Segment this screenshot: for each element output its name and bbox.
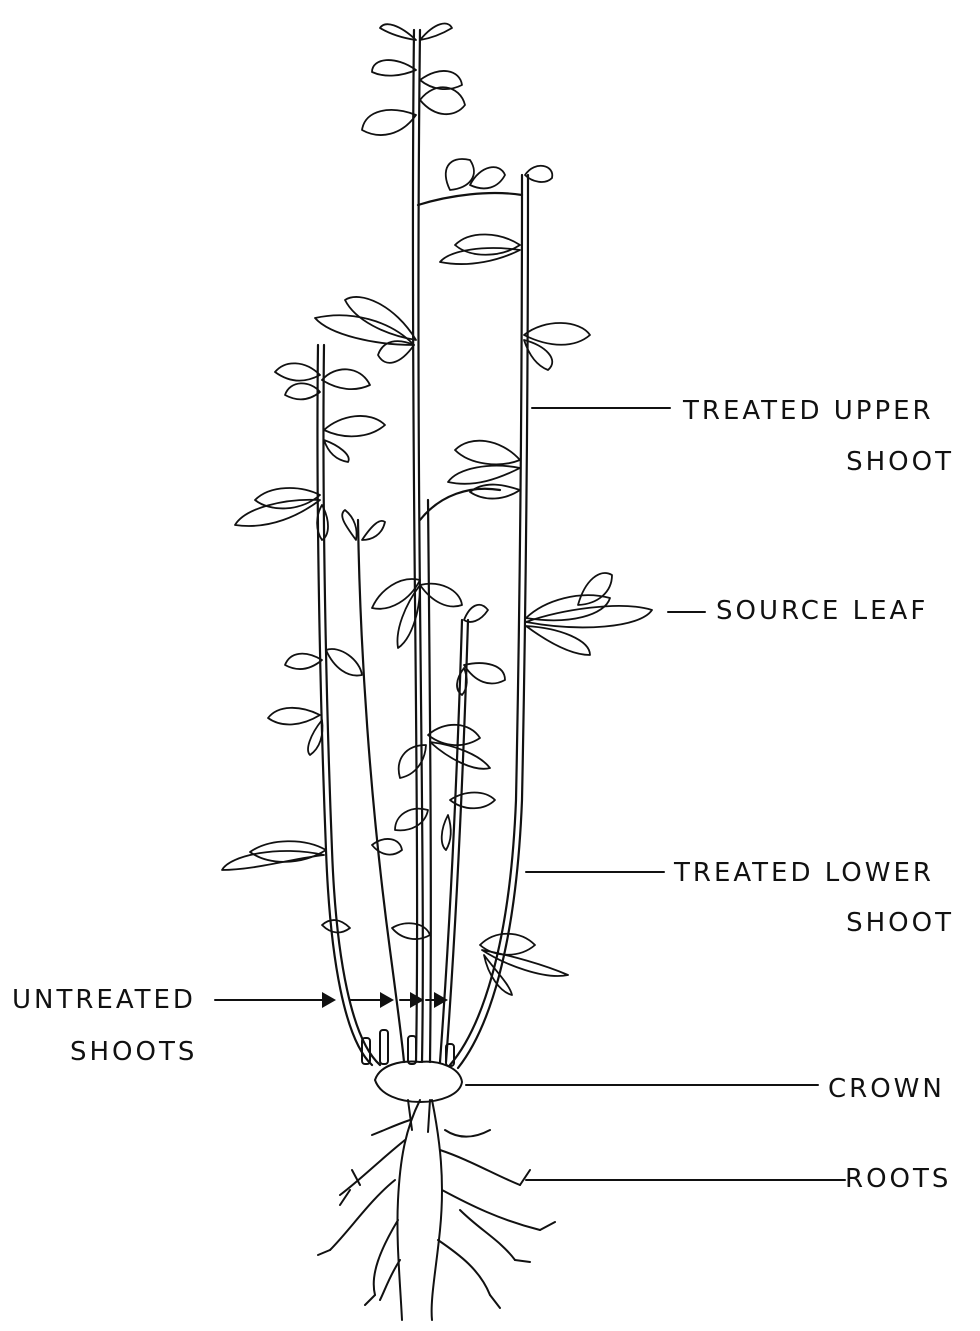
arrow-icon bbox=[380, 992, 394, 1008]
arrow-icon bbox=[322, 992, 336, 1008]
label-roots: ROOTS bbox=[845, 1164, 951, 1194]
label-untreated-shoots-line1: UNTREATED bbox=[12, 985, 196, 1015]
label-treated-upper-shoot-line2: SHOOT bbox=[846, 447, 954, 477]
label-source-leaf: SOURCE LEAF bbox=[716, 596, 928, 626]
label-crown: CROWN bbox=[828, 1074, 945, 1104]
arrow-icon bbox=[434, 992, 448, 1008]
leaves-drawing bbox=[222, 24, 652, 995]
leader-lines bbox=[215, 408, 845, 1180]
roots-drawing bbox=[318, 1100, 555, 1320]
label-treated-lower-shoot-line2: SHOOT bbox=[846, 908, 954, 938]
label-treated-upper-shoot-line1: TREATED UPPER bbox=[683, 396, 934, 426]
label-treated-lower-shoot-line1: TREATED LOWER bbox=[674, 858, 934, 888]
label-untreated-shoots-line2: SHOOTS bbox=[70, 1037, 197, 1067]
